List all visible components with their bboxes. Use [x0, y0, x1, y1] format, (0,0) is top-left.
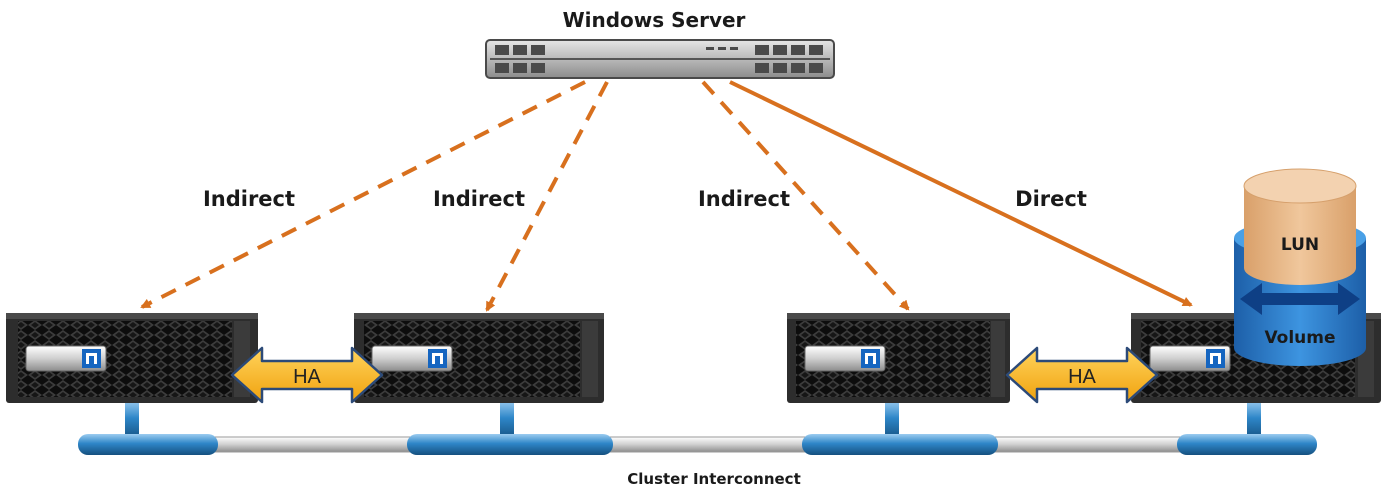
path-label-3: Indirect: [698, 187, 790, 211]
access-paths: [140, 80, 1193, 312]
indirect-path-3: [701, 80, 910, 311]
ha-arrow-1: HA: [230, 346, 384, 404]
path-label-4: Direct: [1015, 187, 1087, 211]
netapp-logo-icon: [1206, 349, 1225, 368]
indirect-path-1: [140, 80, 586, 309]
indirect-path-2: [485, 81, 609, 312]
controller-3: [787, 313, 1010, 403]
lun-cylinder: LUN: [1243, 168, 1357, 285]
network-segment-3: [802, 434, 998, 455]
controller-2: [354, 313, 604, 403]
controller-link-2: [500, 400, 514, 440]
volume-arrow-icon: [1240, 283, 1360, 315]
ha-label-2: HA: [1068, 366, 1096, 388]
network-segment-2: [407, 434, 613, 455]
controller-1: [6, 313, 258, 403]
controller-link-4: [1247, 400, 1261, 440]
ha-label-1: HA: [293, 366, 321, 388]
netapp-logo-icon: [428, 349, 447, 368]
direct-path: [729, 80, 1193, 307]
ha-arrow-2: HA: [1005, 346, 1159, 404]
lun-label: LUN: [1281, 235, 1319, 255]
server-label: Windows Server: [563, 8, 746, 32]
controller-link-3: [885, 400, 899, 440]
network-segment-1: [78, 434, 218, 455]
cluster-interconnect-label: Cluster Interconnect: [627, 470, 801, 488]
path-label-2: Indirect: [433, 187, 525, 211]
cluster-interconnect: Cluster Interconnect: [78, 400, 1317, 488]
network-segment-4: [1177, 434, 1317, 455]
windows-server: Windows Server: [485, 8, 835, 79]
volume-label: Volume: [1264, 328, 1335, 348]
netapp-logo-icon: [861, 349, 880, 368]
netapp-logo-icon: [82, 349, 101, 368]
controller-link-1: [125, 400, 139, 440]
path-label-1: Indirect: [203, 187, 295, 211]
